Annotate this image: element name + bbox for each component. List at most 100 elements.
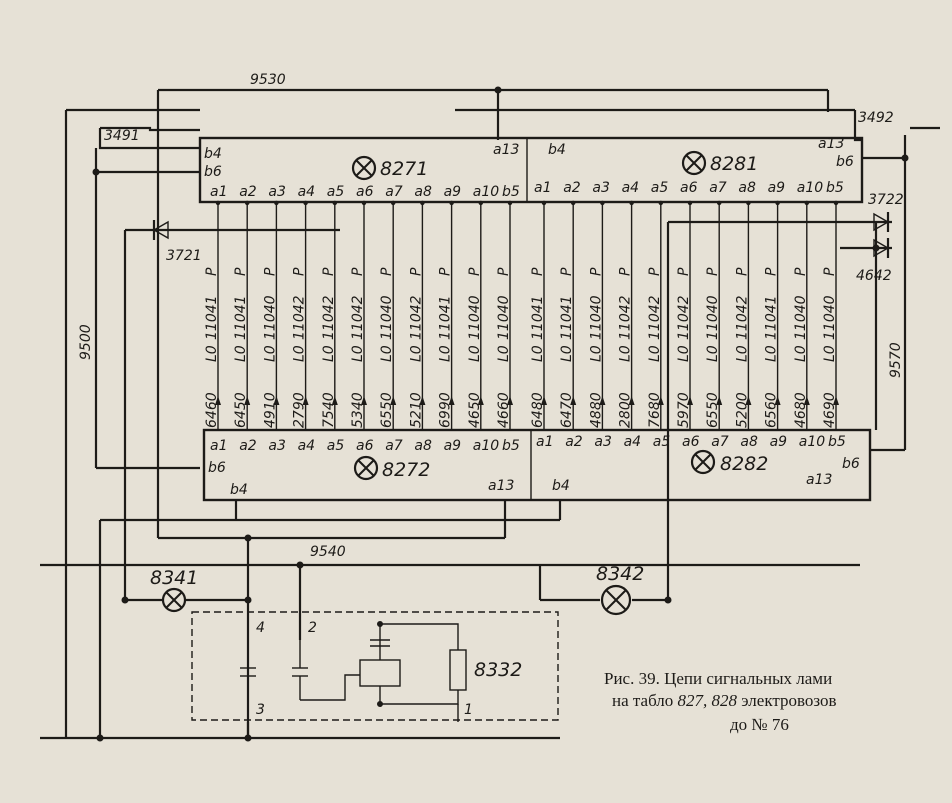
- panel-8281-pin-a6: a6: [680, 180, 698, 196]
- conductor-num-left-8: 5210: [408, 392, 424, 428]
- conductor-lo-left-3: L0: [262, 345, 278, 362]
- conductor-term-left-1: P: [204, 267, 220, 276]
- conductor-lines: [215, 200, 839, 430]
- conductor-top-dot: [600, 200, 605, 206]
- conductor-num-right-2: 6470: [559, 392, 575, 428]
- conductor-lo-right-3: L0: [588, 345, 604, 362]
- conductor-top-dot: [507, 200, 513, 206]
- conductor-term-right-6: P: [676, 267, 692, 276]
- conductor-num-right-3: 4880: [588, 392, 604, 428]
- conductor-num-right-4: 2800: [618, 392, 634, 428]
- conductor-lo-left-7: L0: [379, 345, 395, 362]
- panel-8282-b4: b4: [552, 478, 570, 494]
- conductor-top-dot: [215, 200, 221, 206]
- conductor-num-left-9: 6990: [438, 392, 454, 428]
- conductor-num-left-2: 6450: [233, 392, 249, 428]
- conductor-num-right-11: 4690: [822, 392, 838, 428]
- conductor-num-right-5: 7680: [647, 392, 663, 428]
- panel-8271-b6: b6: [204, 164, 222, 180]
- conductor-num-left-11: 4660: [496, 392, 512, 428]
- conductor-code-left-9: 11041: [438, 295, 454, 340]
- conductor-code-right-3: 11040: [588, 295, 604, 340]
- conductor-lo-right-8: L0: [734, 345, 750, 362]
- junction-dot: [664, 596, 672, 604]
- conductor-num-right-8: 5200: [734, 392, 750, 428]
- wire-label-3491: 3491: [104, 128, 140, 144]
- conductor-code-right-9: 11041: [764, 295, 780, 340]
- wire-3491-top: [98, 128, 200, 150]
- conductor-code-left-7: 11040: [379, 295, 395, 340]
- conductor-top-dot: [746, 200, 751, 206]
- panel-8272-pin-a1: a1: [210, 438, 228, 454]
- conductor-top-dot: [449, 200, 454, 206]
- conductor-top-dot: [361, 200, 367, 206]
- panel-8271-pin-a4: a4: [298, 184, 316, 200]
- panel-8282-pin-a10: a10: [799, 434, 825, 450]
- conductor-top-dot: [775, 200, 780, 206]
- panel-8282-pin-a4: a4: [624, 434, 642, 450]
- panel-8271-pin-b5: b5: [502, 184, 520, 200]
- node-label-1: 1: [464, 702, 473, 718]
- conductor-term-right-10: P: [793, 267, 809, 276]
- diode-label-3721: 3721: [166, 248, 202, 264]
- panel-8282-pin-a7: a7: [711, 434, 729, 450]
- conductor-arrow: [331, 396, 338, 405]
- junction-dot: [244, 734, 252, 742]
- wire-label-9500: 9500: [78, 324, 94, 360]
- conductor-top-dot: [420, 200, 425, 206]
- conductor-term-right-2: P: [559, 267, 575, 276]
- conductor-term-left-4: P: [292, 267, 308, 276]
- panel-8281-pin-a9: a9: [768, 180, 786, 196]
- conductor-term-left-8: P: [408, 267, 424, 276]
- conductor-top-dot: [833, 200, 839, 206]
- conductor-arrow: [390, 396, 397, 405]
- conductor-lo-right-2: L0: [559, 345, 575, 362]
- relay-box-outline: [191, 611, 559, 721]
- panel-8271-pin-a2: a2: [239, 184, 257, 200]
- conductor-top-dot: [687, 200, 693, 206]
- conductor-code-left-1: 11041: [204, 295, 220, 340]
- panel-8281-pin-a3: a3: [592, 180, 610, 196]
- conductor-term-right-5: P: [647, 267, 663, 276]
- conductor-top-dot: [303, 200, 308, 206]
- conductor-term-right-7: P: [705, 267, 721, 276]
- conductor-code-left-11: 11040: [496, 295, 512, 340]
- conductor-num-right-1: 6480: [530, 392, 546, 428]
- diode-3722-symbol: [873, 212, 890, 232]
- panel-8281-pin-a2: a2: [563, 180, 581, 196]
- junction-dot: [121, 596, 129, 604]
- conductor-code-left-4: 11042: [292, 295, 308, 340]
- conductor-term-left-3: P: [262, 267, 278, 276]
- conductor-code-right-11: 11040: [822, 295, 838, 340]
- panel-8271-pin-a8: a8: [414, 184, 432, 200]
- conductor-lo-left-2: L0: [233, 345, 249, 362]
- conductor-term-left-10: P: [467, 267, 483, 276]
- lamp-8282-symbol: [690, 449, 716, 475]
- conductor-code-left-2: 11041: [233, 295, 249, 340]
- conductor-lo-right-4: L0: [618, 345, 634, 362]
- panel-8272-pin-a9: a9: [444, 438, 462, 454]
- conductor-code-left-3: 11040: [262, 295, 278, 340]
- conductor-code-right-2: 11041: [559, 295, 575, 340]
- conductor-term-left-6: P: [350, 267, 366, 276]
- conductor-arrow: [541, 396, 547, 405]
- bottom-panel-box: [202, 428, 872, 502]
- conductor-arrow: [361, 396, 367, 405]
- conductor-arrow: [657, 396, 664, 405]
- conductor-arrow: [833, 396, 839, 405]
- caption-line-3: до № 76: [730, 715, 789, 734]
- conductor-lo-left-6: L0: [350, 345, 366, 362]
- conductor-lo-right-6: L0: [676, 345, 692, 362]
- panel-8282-pin-a9: a9: [770, 434, 788, 450]
- conductor-term-right-3: P: [588, 267, 604, 276]
- panel-8271-pin-a1: a1: [210, 184, 228, 200]
- panel-8282-pin-a3: a3: [594, 434, 612, 450]
- conductor-arrow: [716, 396, 723, 405]
- panel-8281-a13: a13: [818, 136, 844, 152]
- conductor-top-dot: [629, 200, 634, 206]
- panel-8281-pin-a10: a10: [797, 180, 823, 196]
- junction-dot: [296, 561, 304, 569]
- panel-8271-pin-a7: a7: [385, 184, 403, 200]
- conductor-arrow: [570, 396, 577, 405]
